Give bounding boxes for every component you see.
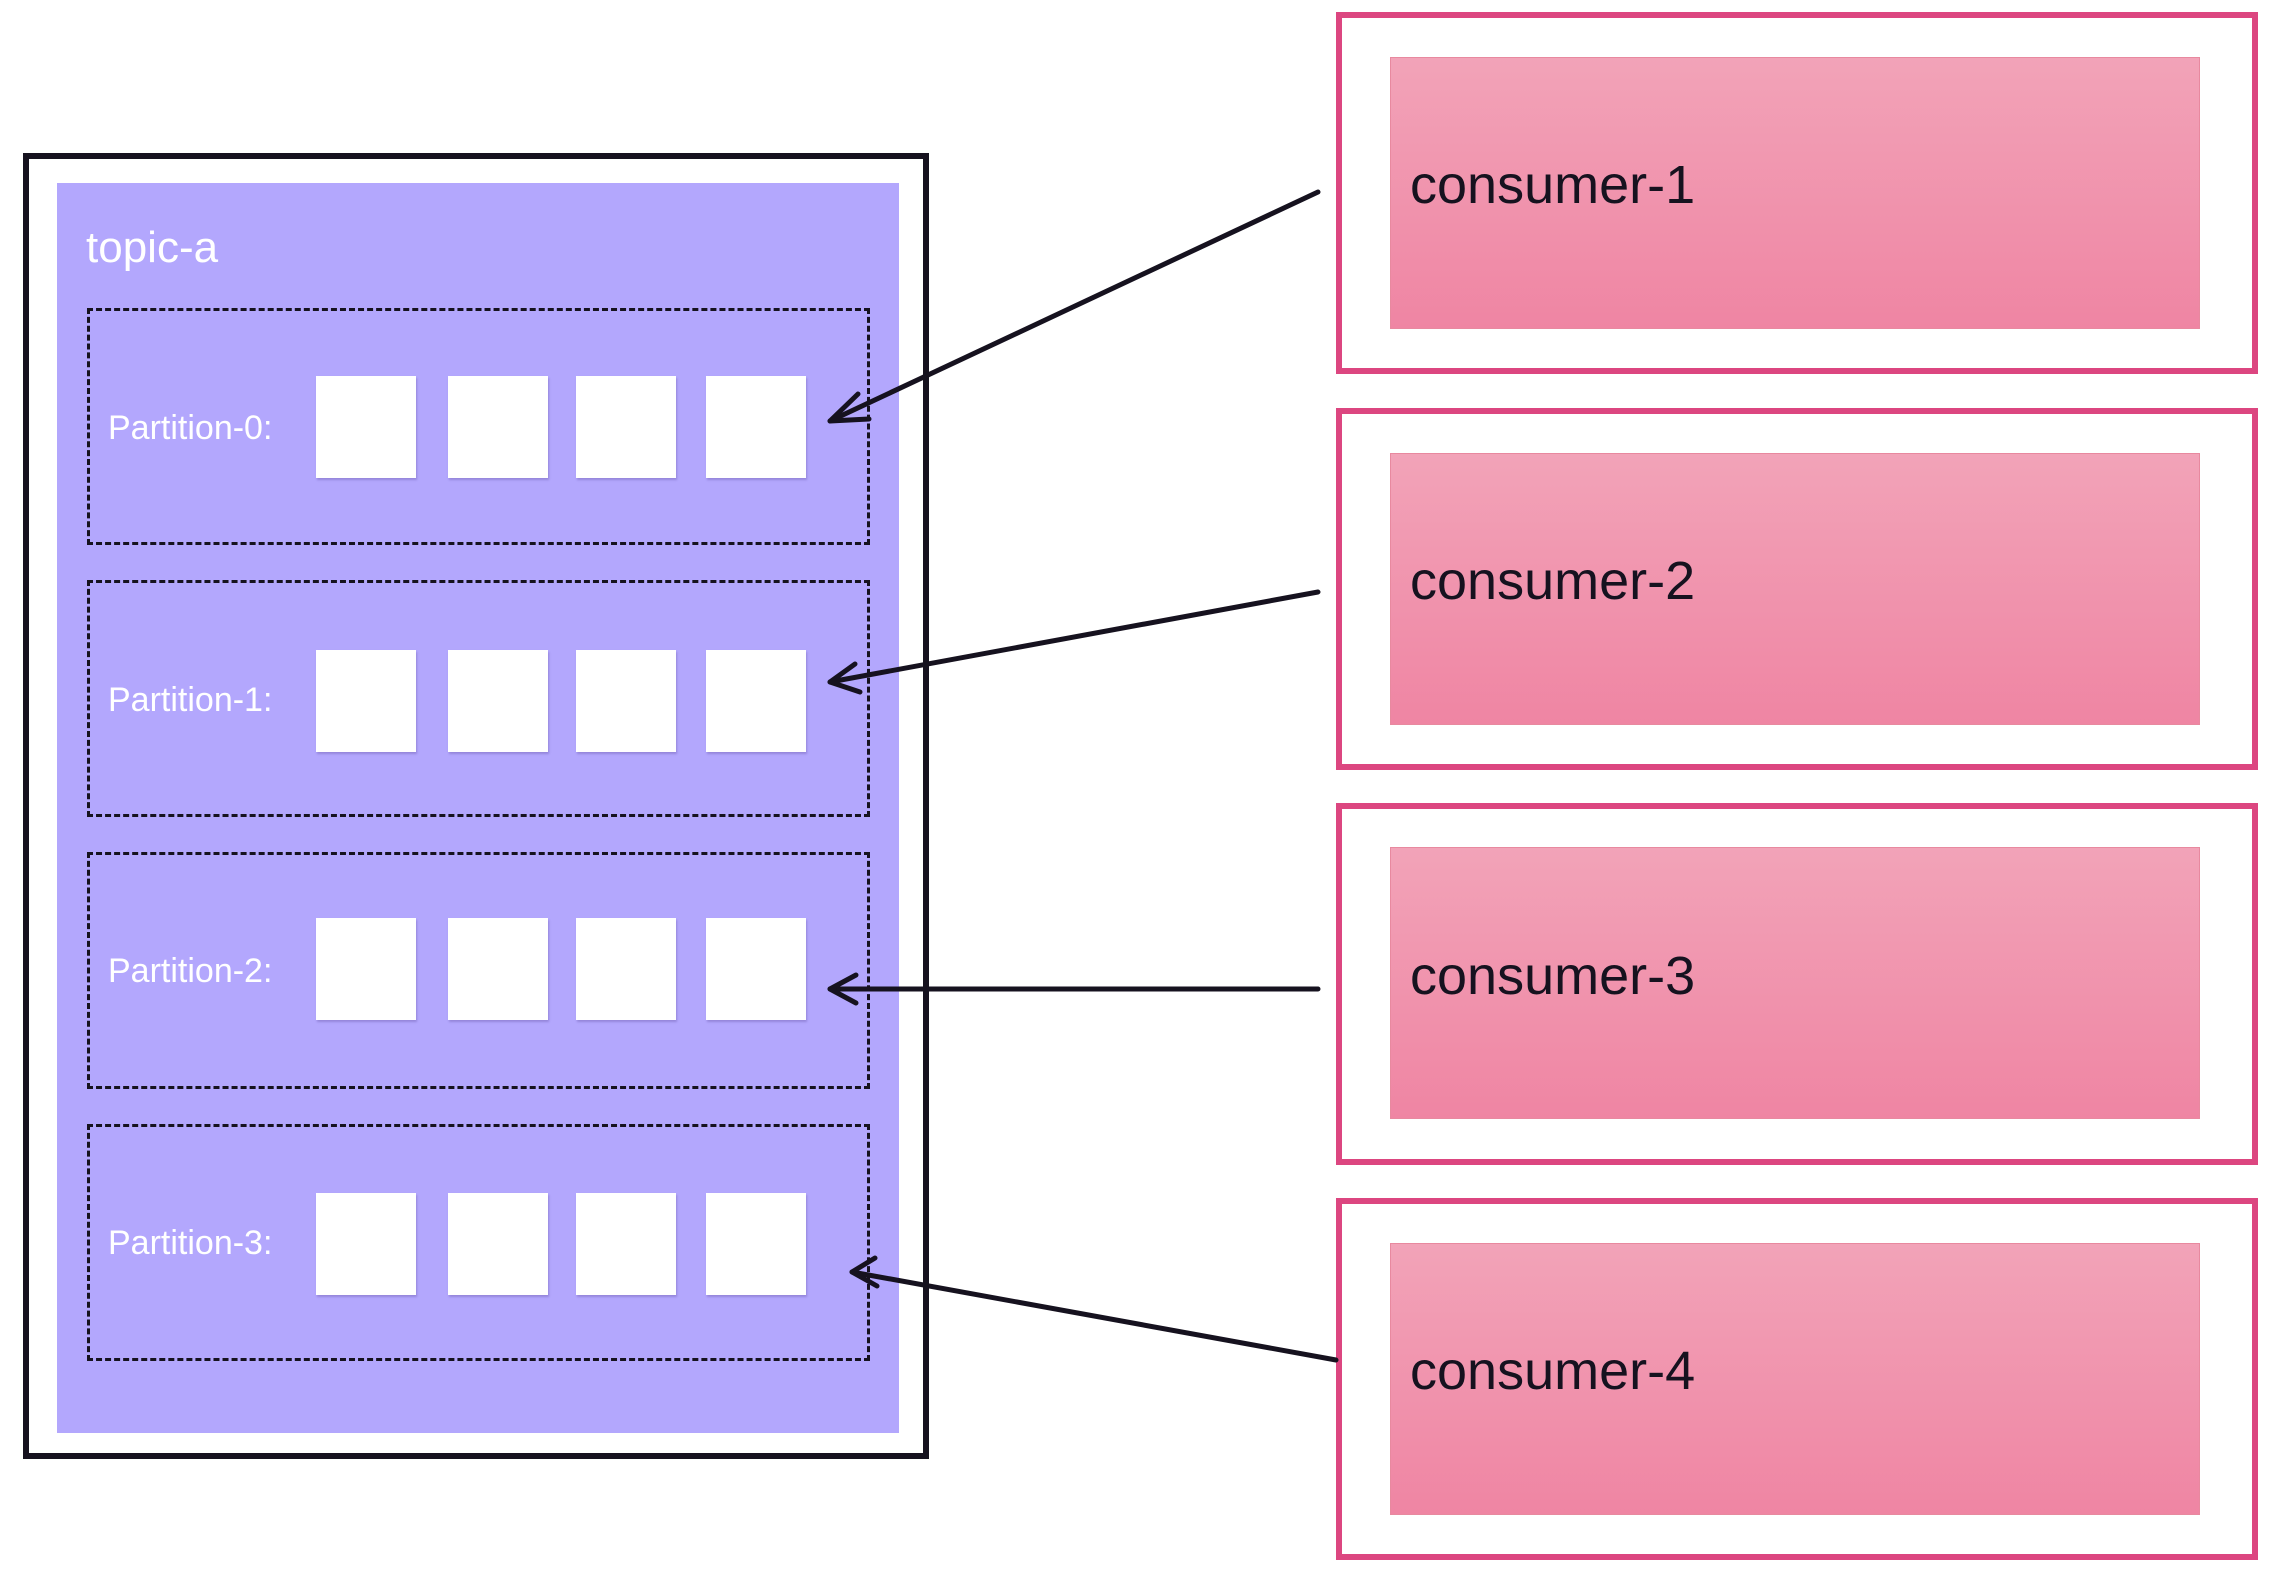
partition-label: Partition-3: [108, 1224, 273, 1262]
message-block [706, 650, 806, 752]
arrow-consumer-2-to-partition-1 [827, 589, 1321, 695]
partition-label: Partition-0: [108, 409, 273, 447]
message-block [576, 1193, 676, 1295]
partition-3 [87, 1124, 870, 1361]
message-block [448, 650, 548, 752]
message-block [576, 376, 676, 478]
consumer-label: consumer-3 [1410, 946, 1696, 1006]
message-block [576, 650, 676, 752]
consumer-label: consumer-2 [1410, 551, 1696, 611]
message-block [316, 376, 416, 478]
partition-label: Partition-2: [108, 952, 273, 990]
partition-2 [87, 852, 870, 1089]
arrow-consumer-3-to-partition-2 [827, 972, 1321, 1006]
message-block [448, 376, 548, 478]
consumer-node [1390, 1243, 2200, 1515]
message-block [706, 376, 806, 478]
message-block [448, 918, 548, 1020]
message-block [576, 918, 676, 1020]
partition-1 [87, 580, 870, 817]
consumer-node [1390, 847, 2200, 1119]
consumer-label: consumer-1 [1410, 155, 1696, 215]
message-block [316, 1193, 416, 1295]
partition-label: Partition-1: [108, 681, 273, 719]
message-block [316, 650, 416, 752]
partition-0 [87, 308, 870, 545]
arrow-consumer-4-to-partition-3 [849, 1255, 1339, 1363]
arrow-consumer-1-to-partition-0 [827, 189, 1321, 424]
consumer-label: consumer-4 [1410, 1341, 1696, 1401]
consumer-node [1390, 453, 2200, 725]
consumer-node [1390, 57, 2200, 329]
message-block [316, 918, 416, 1020]
message-block [706, 1193, 806, 1295]
message-block [706, 918, 806, 1020]
message-block [448, 1193, 548, 1295]
topic-title: topic-a [86, 223, 219, 272]
